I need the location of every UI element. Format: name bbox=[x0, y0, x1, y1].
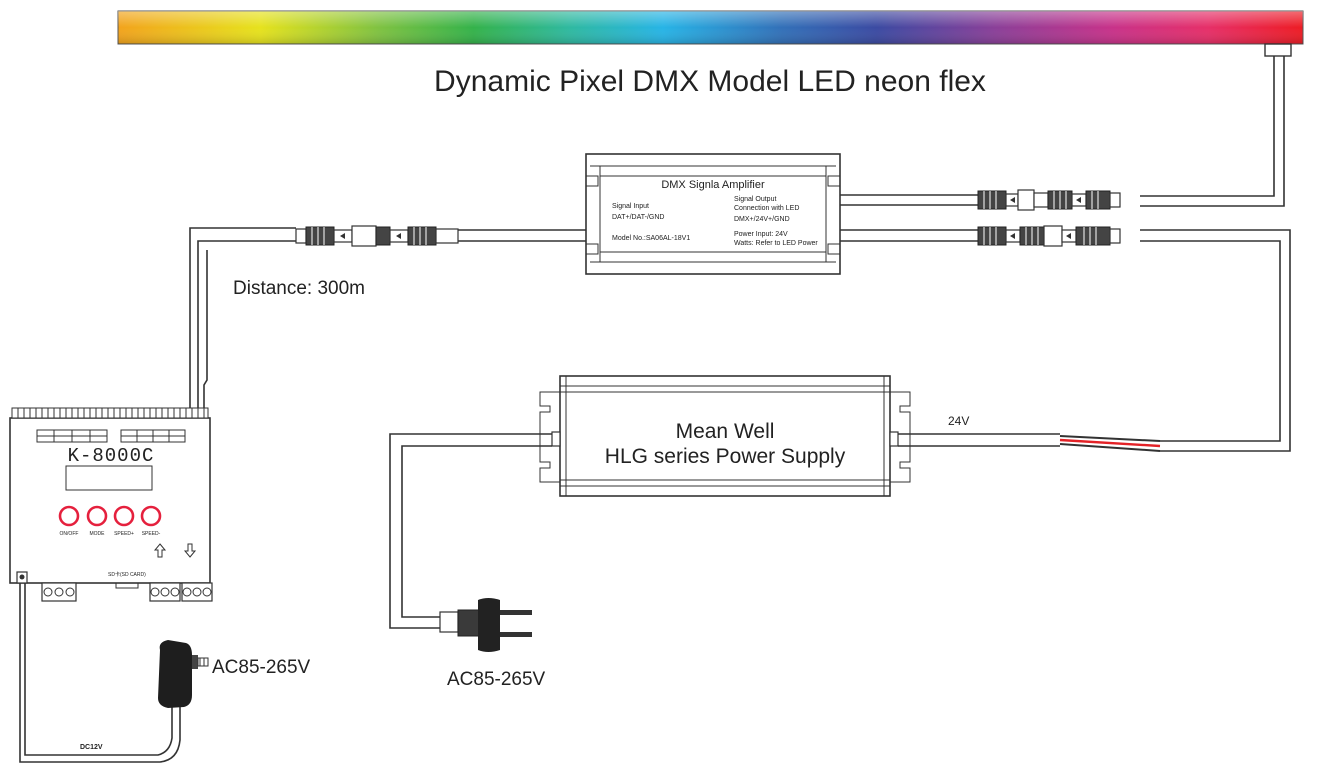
power-supply-series: HLG series Power Supply bbox=[605, 445, 846, 468]
power-adapter bbox=[158, 640, 209, 708]
amplifier-input-pins: DAT+/DAT-/GND bbox=[612, 214, 664, 221]
sd-card-label: SD卡(SD CARD) bbox=[108, 571, 146, 578]
amplifier-output-connection: Connection with LED bbox=[734, 205, 799, 212]
controller bbox=[9, 407, 211, 589]
dc-cable bbox=[19, 583, 181, 763]
output-connector-top bbox=[977, 189, 1121, 211]
amplifier-title: DMX Signla Amplifier bbox=[661, 179, 765, 191]
amplifier-output-pins: DMX+/24V+/GND bbox=[734, 216, 790, 223]
signal-cable bbox=[189, 227, 586, 408]
amplifier-power-input: Power Input: 24V bbox=[734, 231, 788, 238]
distance-label: Distance: 300m bbox=[233, 278, 365, 299]
controller-top-terminals bbox=[11, 407, 209, 419]
button-label-speed-down: SPEED- bbox=[142, 531, 161, 537]
led-neon-strip bbox=[117, 10, 1304, 207]
button-label-mode: MODE bbox=[90, 531, 106, 537]
amplifier-watts: Watts: Refer to LED Power bbox=[734, 240, 818, 247]
amplifier-signal-output: Signal Output bbox=[734, 196, 776, 203]
amplifier-model: Model No.:SA06AL-18V1 bbox=[612, 235, 690, 242]
ac-plug bbox=[439, 598, 532, 652]
button-label-on-off: ON/OFF bbox=[60, 531, 79, 537]
controller-button-on-off[interactable] bbox=[58, 505, 80, 527]
controller-button-speed-up[interactable] bbox=[113, 505, 135, 527]
power-supply-brand: Mean Well bbox=[676, 420, 775, 443]
button-label-speed-up: SPEED+ bbox=[114, 531, 134, 537]
ac-voltage-bottom: AC85-265V bbox=[447, 669, 546, 690]
ac-voltage-left: AC85-265V bbox=[212, 657, 311, 678]
controller-button-mode[interactable] bbox=[86, 505, 108, 527]
controller-display bbox=[65, 465, 153, 491]
power-output-wire bbox=[898, 433, 1161, 452]
controller-model: K-8000C bbox=[68, 445, 155, 467]
output-connector-bottom bbox=[977, 225, 1121, 247]
controller-up-arrow-icon bbox=[153, 543, 167, 558]
diagram-title: Dynamic Pixel DMX Model LED neon flex bbox=[434, 65, 986, 98]
controller-button-speed-down[interactable] bbox=[140, 505, 162, 527]
voltage-label: 24V bbox=[948, 414, 969, 428]
inline-connector-left bbox=[295, 225, 459, 247]
amplifier-output-cables bbox=[840, 194, 1291, 452]
ac-input-cable bbox=[389, 433, 552, 629]
power-supply bbox=[539, 375, 911, 497]
dc-voltage-label: DC12V bbox=[80, 744, 103, 751]
dmx-amplifier bbox=[585, 153, 841, 275]
controller-down-arrow-icon bbox=[183, 543, 197, 558]
amplifier-signal-input: Signal Input bbox=[612, 203, 649, 210]
controller-bottom-terminals bbox=[16, 571, 213, 602]
